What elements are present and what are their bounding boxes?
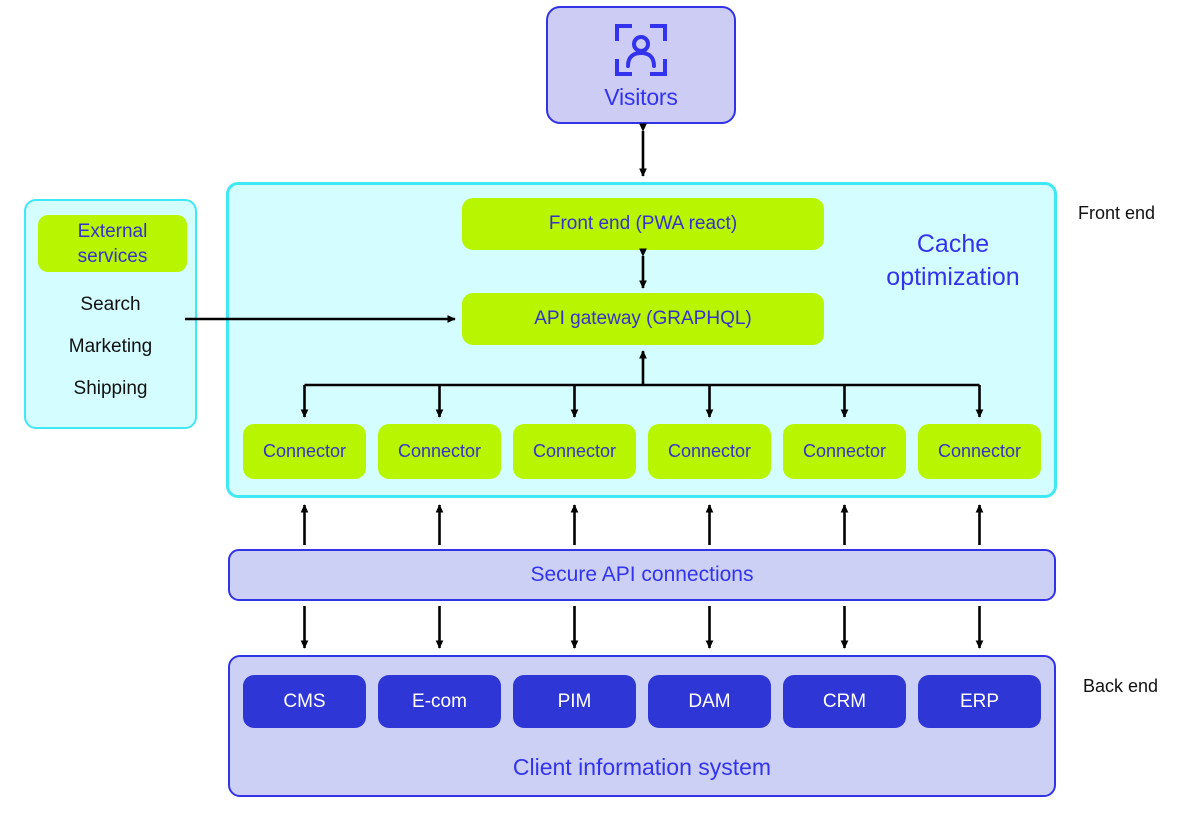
visitors-node: Visitors [546, 6, 736, 124]
connector-node: Connector [783, 424, 906, 479]
backend-system-node: E-com [378, 675, 501, 728]
external-service-item: Marketing [68, 336, 153, 357]
connector-node: Connector [918, 424, 1041, 479]
backend-system-node: CRM [783, 675, 906, 728]
backend-container: CMS E-com PIM DAM CRM ERP Client informa… [228, 655, 1056, 797]
visitors-label: Visitors [604, 84, 678, 110]
cache-optimization-label: Cache optimization [886, 230, 1020, 291]
secure-api-connections-bar: Secure API connections [228, 549, 1056, 601]
external-services-header-line1: External [77, 220, 148, 242]
connector-node: Connector [243, 424, 366, 479]
external-services-header-line2: services [77, 245, 148, 267]
backend-system-node: ERP [918, 675, 1041, 728]
external-service-item: Shipping [73, 378, 148, 399]
external-services-panel: External services Search Marketing Shipp… [24, 199, 197, 429]
backend-system-node: PIM [513, 675, 636, 728]
frontend-pwa-node: Front end (PWA react) [462, 198, 824, 250]
external-services-header: External services [38, 215, 187, 272]
backend-system-node: CMS [243, 675, 366, 728]
connector-node: Connector [378, 424, 501, 479]
backend-side-label: Back end [1083, 676, 1159, 696]
connector-node: Connector [648, 424, 771, 479]
frontend-side-label: Front end [1078, 203, 1156, 223]
external-service-item: Search [80, 294, 141, 315]
backend-caption: Client information system [512, 754, 772, 780]
api-gateway-node: API gateway (GRAPHQL) [462, 293, 824, 345]
person-scan-icon [615, 24, 667, 76]
backend-system-node: DAM [648, 675, 771, 728]
connector-node: Connector [513, 424, 636, 479]
